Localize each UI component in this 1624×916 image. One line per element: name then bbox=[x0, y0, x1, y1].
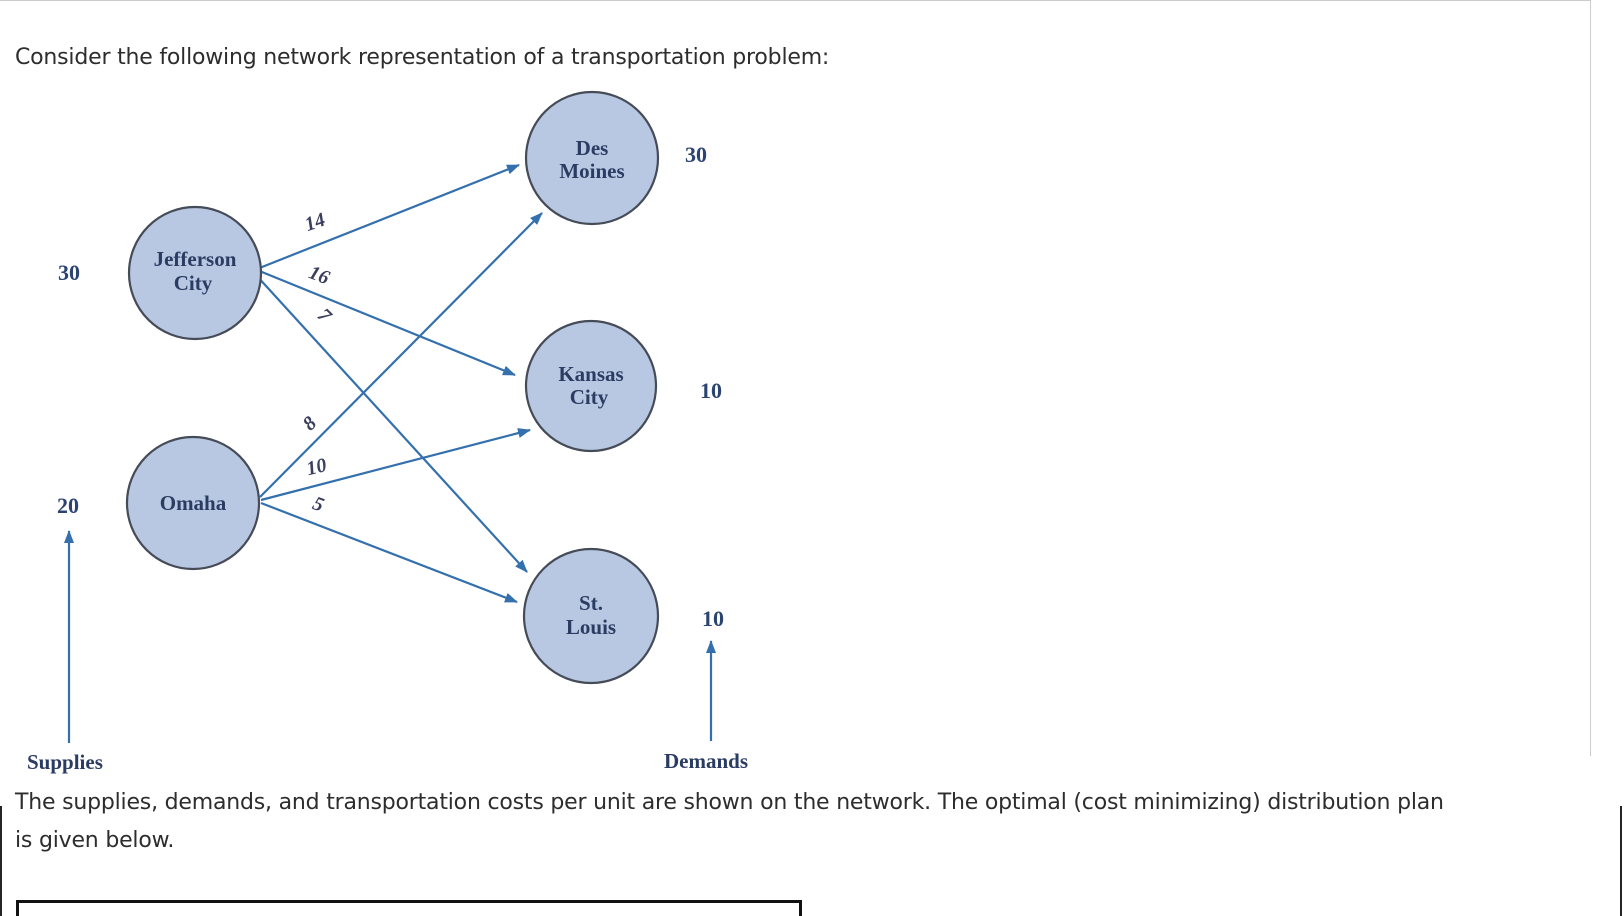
node-jefferson-city-label-line2: City bbox=[174, 271, 213, 295]
node-kansas-city bbox=[524, 319, 658, 453]
demands-axis-label: Demands bbox=[664, 749, 748, 773]
body-paragraph-line2: is given below. bbox=[15, 828, 175, 853]
node-jefferson-city bbox=[127, 205, 263, 341]
answer-box bbox=[16, 900, 802, 916]
intro-text: Consider the following network represent… bbox=[15, 45, 830, 70]
node-st-louis-label-line2: Louis bbox=[566, 615, 616, 639]
node-omaha-label: Omaha bbox=[160, 491, 227, 515]
edge-omaha-desmoines bbox=[259, 212, 543, 498]
supply-value-jefferson-city: 30 bbox=[58, 260, 80, 285]
demand-value-des-moines: 30 bbox=[685, 142, 707, 167]
supply-value-omaha: 20 bbox=[57, 493, 79, 518]
body-paragraph-line1: The supplies, demands, and transportatio… bbox=[15, 790, 1444, 815]
edge-cost-jc-kc: 16 bbox=[306, 262, 333, 290]
figure-border-top bbox=[0, 0, 1590, 1]
page-border-left bbox=[0, 806, 2, 916]
edge-cost-om-sl: 5 bbox=[310, 492, 327, 516]
page-border-right bbox=[1620, 806, 1622, 916]
node-des-moines-label-line1: Des bbox=[576, 136, 609, 160]
edge-jeffersoncity-kansascity bbox=[256, 268, 516, 377]
edge-omaha-kansascity bbox=[260, 428, 531, 502]
figure-border-right bbox=[1590, 0, 1591, 756]
demand-value-st-louis: 10 bbox=[702, 606, 724, 631]
node-st-louis-label-line1: St. bbox=[579, 591, 603, 615]
node-des-moines-label-line2: Moines bbox=[559, 159, 624, 183]
edge-cost-om-dm: 8 bbox=[299, 412, 321, 435]
edge-jeffersoncity-stlouis bbox=[255, 274, 528, 573]
demand-value-kansas-city: 10 bbox=[700, 378, 722, 403]
node-des-moines bbox=[524, 90, 660, 226]
edge-cost-om-kc: 10 bbox=[304, 454, 329, 480]
node-jefferson-city-label-line1: Jefferson bbox=[154, 247, 237, 271]
node-st-louis bbox=[522, 547, 660, 685]
node-kansas-city-label-line1: Kansas bbox=[558, 362, 623, 386]
node-kansas-city-label-line2: City bbox=[570, 385, 609, 409]
body-paragraph: The supplies, demands, and transportatio… bbox=[15, 784, 1444, 860]
edge-cost-jc-dm: 14 bbox=[302, 209, 328, 236]
edge-cost-jc-sl: 7 bbox=[313, 304, 336, 327]
edge-jeffersoncity-desmoines bbox=[256, 163, 520, 271]
node-omaha bbox=[125, 435, 261, 571]
supplies-axis-label: Supplies bbox=[27, 750, 103, 774]
transportation-network-diagram: 14 16 7 8 10 5 Jefferson City Omaha Des … bbox=[27, 90, 748, 774]
edge-omaha-stlouis bbox=[260, 501, 518, 604]
